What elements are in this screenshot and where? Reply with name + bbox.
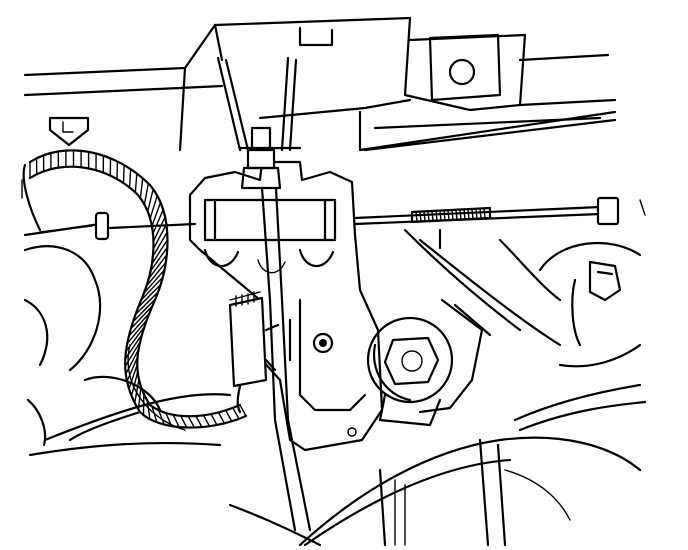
edge-strokes bbox=[21, 179, 646, 216]
nut-washer-assembly bbox=[366, 298, 492, 427]
long-bolt bbox=[353, 196, 620, 226]
left-housing bbox=[23, 245, 162, 447]
left-rod bbox=[23, 211, 197, 241]
sensor-head bbox=[216, 56, 302, 190]
bracket-bolt bbox=[312, 332, 334, 354]
harness-conduit bbox=[28, 149, 248, 429]
center-bracket bbox=[188, 160, 384, 452]
mounting-bracket bbox=[428, 33, 502, 102]
lower-structure bbox=[228, 228, 647, 547]
wire-connector bbox=[228, 291, 280, 414]
upper-body-panel bbox=[23, 16, 617, 152]
bracket-hole bbox=[448, 58, 476, 86]
cables bbox=[22, 163, 232, 457]
hex-nut bbox=[383, 336, 440, 386]
index-marker bbox=[48, 116, 90, 147]
right-housing bbox=[403, 228, 642, 368]
probe-rod bbox=[257, 186, 312, 532]
